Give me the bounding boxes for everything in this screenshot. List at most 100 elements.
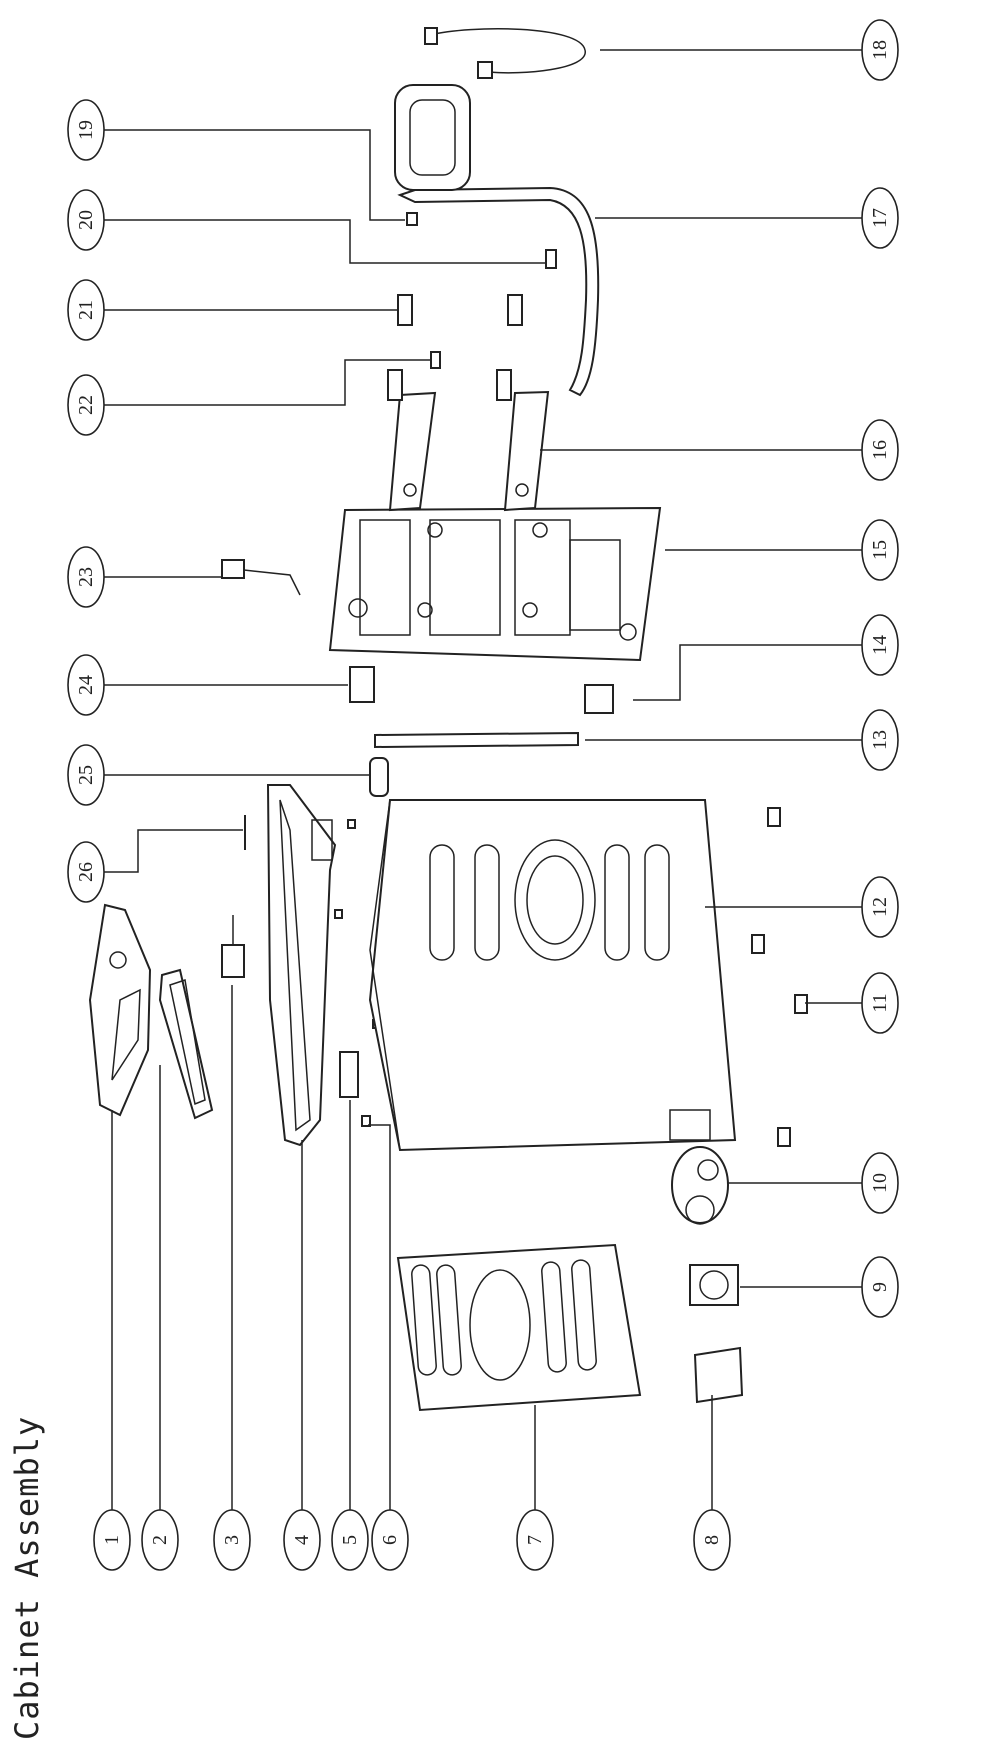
callout-10: 10 (861, 1152, 899, 1214)
callout-24-ellipse (67, 654, 105, 716)
callout-4-label: 4 (291, 1535, 313, 1545)
callout-14-label: 14 (869, 635, 891, 655)
part-4-control-panel-frame (266, 784, 337, 1147)
part-25-switch (369, 757, 389, 797)
callout-22-label: 22 (75, 395, 97, 415)
callout-23-label: 23 (75, 567, 97, 587)
callout-23-ellipse (67, 546, 105, 608)
callout-16: 16 (861, 419, 899, 481)
callout-25: 25 (67, 744, 105, 806)
part-5-latch (339, 1051, 359, 1098)
leader-lines (98, 49, 868, 1512)
callout-12-label: 12 (869, 897, 891, 917)
callout-15-ellipse (861, 519, 899, 581)
callout-20-label: 20 (75, 210, 97, 230)
part-21-leveling-feet (387, 294, 523, 401)
callout-6: 6 (371, 1509, 409, 1571)
callout-18: 18 (861, 19, 899, 81)
part-9-pump-bracket (689, 1264, 739, 1306)
callout-10-label: 10 (869, 1173, 891, 1193)
callout-19-label: 19 (75, 120, 97, 140)
part-2-top-frame (158, 968, 214, 1120)
callout-3-label: 3 (221, 1535, 243, 1545)
callout-20: 20 (67, 189, 105, 251)
callout-16-ellipse (861, 419, 899, 481)
callout-11-label: 11 (869, 993, 891, 1012)
callout-8-ellipse (693, 1509, 731, 1571)
callout-16-label: 16 (869, 440, 891, 460)
callout-24-label: 24 (75, 675, 97, 695)
callout-3: 3 (213, 1509, 251, 1571)
callout-7: 7 (516, 1509, 554, 1571)
callout-14: 14 (861, 614, 899, 676)
part-15-base-plate (328, 506, 662, 662)
callout-23: 23 (67, 546, 105, 608)
callout-2: 2 (141, 1509, 179, 1571)
callout-13-label: 13 (869, 730, 891, 750)
callout-14-ellipse (861, 614, 899, 676)
callout-15-label: 15 (869, 540, 891, 560)
callout-17-ellipse (861, 187, 899, 249)
callout-10-ellipse (861, 1152, 899, 1214)
callout-4: 4 (283, 1509, 321, 1571)
part-10-drain-pump (671, 1146, 729, 1225)
part-7-back-panel (396, 1243, 642, 1412)
callout-19: 19 (67, 99, 105, 161)
callout-8-label: 8 (701, 1535, 723, 1545)
callout-17: 17 (861, 187, 899, 249)
part-20-clip (545, 249, 557, 269)
callout-9: 9 (861, 1256, 899, 1318)
callout-25-label: 25 (75, 765, 97, 785)
callout-5-ellipse (331, 1509, 369, 1571)
part-3-bracket (221, 915, 245, 978)
callout-17-label: 17 (869, 208, 891, 228)
callout-4-ellipse (283, 1509, 321, 1571)
part-19-clip (406, 212, 418, 226)
part-14-valve (584, 684, 614, 714)
callout-5: 5 (331, 1509, 369, 1571)
callout-11-ellipse (861, 972, 899, 1034)
callout-2-ellipse (141, 1509, 179, 1571)
callout-3-ellipse (213, 1509, 251, 1571)
callout-22-ellipse (67, 374, 105, 436)
callout-26: 26 (67, 841, 105, 903)
callout-13: 13 (861, 709, 899, 771)
part-12-cabinet (368, 799, 737, 1152)
part-8-filter-cover (693, 1346, 744, 1404)
callout-26-label: 26 (75, 862, 97, 882)
callout-25-ellipse (67, 744, 105, 806)
callout-5-label: 5 (339, 1535, 361, 1545)
callout-1: 1 (93, 1509, 131, 1571)
callout-12-ellipse (861, 876, 899, 938)
part-24-connector (349, 666, 375, 703)
part-18-inlet-hose (424, 27, 586, 79)
callout-15: 15 (861, 519, 899, 581)
callout-24: 24 (67, 654, 105, 716)
callout-6-label: 6 (379, 1535, 401, 1545)
callout-18-label: 18 (869, 40, 891, 60)
callout-1-ellipse (93, 1509, 131, 1571)
callout-9-label: 9 (869, 1282, 891, 1292)
callout-21-label: 21 (75, 300, 97, 320)
callout-13-ellipse (861, 709, 899, 771)
part-23-power-cord (221, 559, 301, 596)
callout-22: 22 (67, 374, 105, 436)
callout-9-ellipse (861, 1256, 899, 1318)
part-1-top-cover (88, 903, 152, 1117)
part-13-top-rail (374, 731, 579, 749)
callout-20-ellipse (67, 189, 105, 251)
callout-19-ellipse (67, 99, 105, 161)
callout-21: 21 (67, 279, 105, 341)
callout-6-ellipse (371, 1509, 409, 1571)
callout-26-ellipse (67, 841, 105, 903)
callout-1-label: 1 (101, 1535, 123, 1545)
part-6-clip (361, 1115, 371, 1127)
part-17-drain-hose (394, 84, 600, 397)
callout-2-label: 2 (149, 1535, 171, 1545)
callout-21-ellipse (67, 279, 105, 341)
callout-7-label: 7 (524, 1535, 546, 1545)
part-11-feet (751, 807, 808, 1147)
callout-12: 12 (861, 876, 899, 938)
